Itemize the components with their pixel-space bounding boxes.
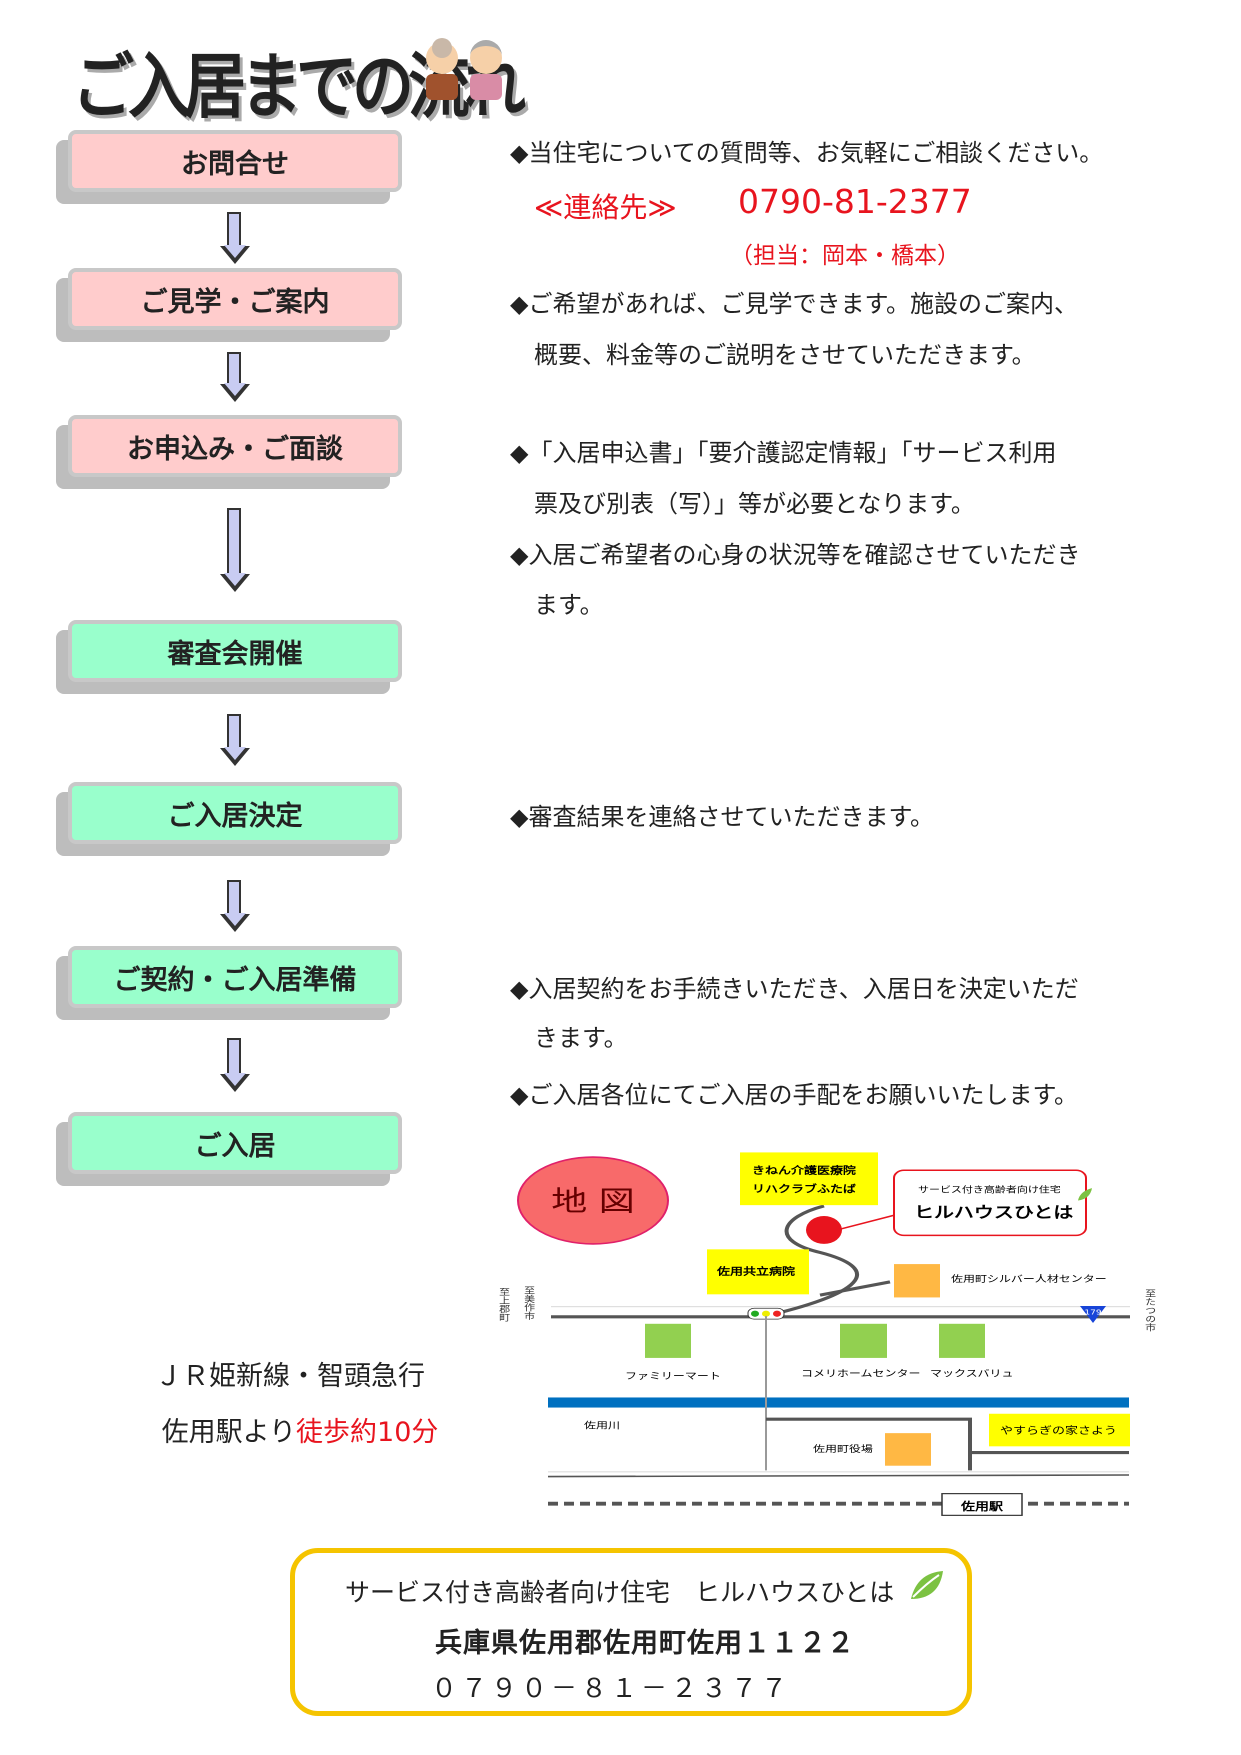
footer-facility: サービス付き高齢者向け住宅 ヒルハウスひとは <box>345 1578 895 1607</box>
hospital2-label: 佐用共立病院 <box>716 1265 795 1277</box>
desc-inquiry: ◆当住宅についての質問等、お気軽にご相談ください。 <box>510 139 1104 167</box>
desc-apply-2: 票及び別表（写）」等が必要となります。 <box>534 490 975 518</box>
desc-visit-2: 概要、料金等のご説明をさせていただきます。 <box>534 341 1036 369</box>
svg-text:179: 179 <box>1084 1308 1101 1316</box>
to-tatsuno: 至たつの市 <box>1143 1289 1156 1333</box>
route-marker <box>1080 1305 1106 1324</box>
footer-address: 兵庫県佐用郡佐用町佐用１１２２ <box>435 1628 855 1659</box>
contact-label: ≪連絡先≫ <box>534 191 677 224</box>
contact-person: （担当：岡本・橋本） <box>730 243 960 269</box>
maxvalu-label: マックスバリュ <box>930 1368 1014 1379</box>
step-contract: ご契約・ご入居準備 <box>56 946 402 1020</box>
to-mimasaka: 至美作市 <box>522 1286 535 1321</box>
access-line2: 佐用駅より徒歩約10分 <box>161 1417 439 1448</box>
facility-callout <box>893 1169 1087 1237</box>
facility-marker <box>806 1216 842 1244</box>
walking-time: 徒歩約10分 <box>296 1417 439 1448</box>
elderly-couple-icon <box>426 38 502 100</box>
step-review: 審査会開催 <box>56 620 402 694</box>
leaf-icon <box>1078 1188 1092 1201</box>
step-decision: ご入居決定 <box>56 782 402 856</box>
komeri-label: コメリホームセンター <box>801 1368 920 1379</box>
desc-contract-1: ◆入居契約をお手続きいただき、入居日を決定いただ <box>510 975 1079 1003</box>
desc-visit-1: ◆ご希望があれば、ご見学できます。施設のご案内、 <box>510 290 1079 318</box>
footer-phone: ０７９０－８１－２３７７ <box>431 1674 792 1704</box>
facility-name: ヒルハウスひとは <box>914 1204 1073 1222</box>
townhall-label: 佐用町役場 <box>813 1443 873 1454</box>
step-apply: お申込み・ご面談 <box>56 415 402 489</box>
step-visit: ご見学・ご案内 <box>56 268 402 342</box>
access-map: 地 図 至上郡町 至美作市 至たつの市 きねん介護医療院 リハクラブふたば サー… <box>497 1152 1156 1516</box>
access-line1: ＪＲ姫新線・智頭急行 <box>155 1361 425 1392</box>
silver-center-label: 佐用町シルバー人材センター <box>951 1273 1107 1284</box>
footer-contact-box: サービス付き高齢者向け住宅 ヒルハウスひとは 兵庫県佐用郡佐用町佐用１１２２ ０… <box>290 1548 972 1716</box>
yasuragi-label: やすらぎの家さよう <box>1000 1424 1117 1436</box>
to-kamigori: 至上郡町 <box>497 1287 510 1321</box>
desc-apply-4: ます。 <box>534 591 604 619</box>
river <box>548 1397 1129 1408</box>
contact-phone: 0790-81-2377 <box>738 182 972 221</box>
step-inquiry: お問合せ <box>56 130 402 204</box>
desc-contract-2: きます。 <box>534 1024 628 1052</box>
famima-label: ファミリーマート <box>625 1370 721 1381</box>
station-label: 佐用駅 <box>960 1500 1004 1513</box>
desc-decision: ◆審査結果を連絡させていただきます。 <box>510 803 935 831</box>
step-move-in: ご入居 <box>56 1112 402 1186</box>
map-title: 地 図 <box>551 1185 634 1218</box>
access-road <box>768 1204 859 1317</box>
map-title-oval <box>517 1156 669 1245</box>
river-label: 佐用川 <box>584 1420 620 1431</box>
desc-apply-3: ◆入居ご希望者の心身の状況等を確認させていただき <box>510 541 1081 569</box>
hospital1-label: きねん介護医療院 <box>752 1165 856 1177</box>
facility-sub: サービス付き高齢者向け住宅 <box>918 1184 1061 1195</box>
desc-apply-1: ◆「入居申込書」「要介護認定情報」「サービス利用 <box>510 439 1057 467</box>
hospital1-label-2: リハクラブふたば <box>752 1183 856 1195</box>
desc-contract-3: ◆ご入居各位にてご入居の手配をお願いいたします。 <box>510 1081 1079 1109</box>
leaf-icon <box>911 1571 943 1599</box>
